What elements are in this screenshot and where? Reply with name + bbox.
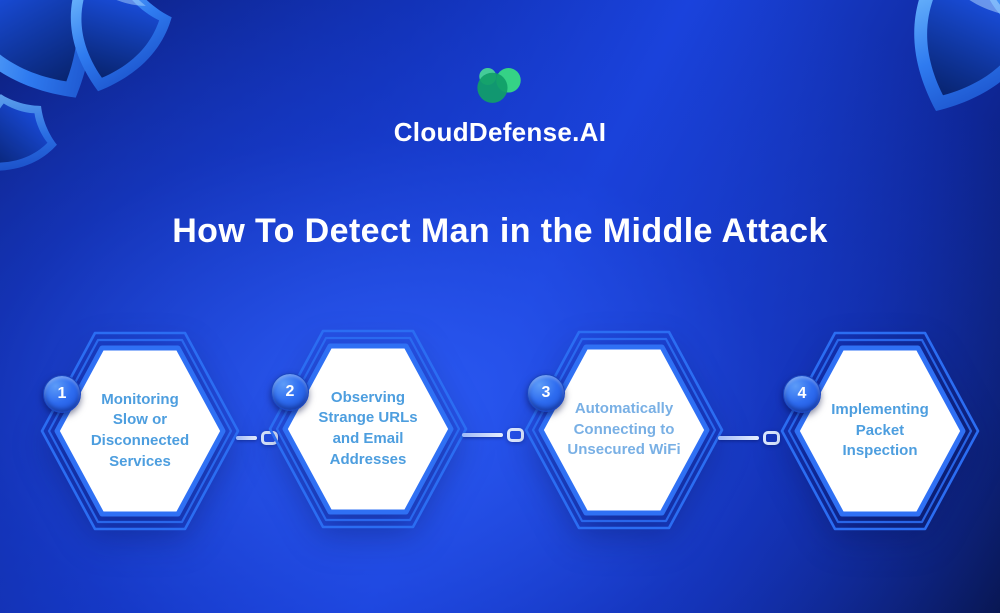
connector-line <box>718 436 759 440</box>
step-label: Automatically Connecting to Unsecured Wi… <box>567 399 681 459</box>
shield-decoration-icon <box>0 94 57 171</box>
hexagon-frame <box>780 331 980 531</box>
step-card-3: 3 Automatically Connecting to Unsecured … <box>519 330 729 530</box>
page-title: How To Detect Man in the Middle Attack <box>172 212 828 250</box>
chain-link-icon <box>507 428 524 442</box>
step-connector <box>462 426 524 444</box>
hexagon-frame <box>40 331 240 531</box>
step-card-2: 2 Observing Strange URLs and Email Addre… <box>263 329 473 529</box>
step-label: Implementing Packet Inspection <box>831 400 929 460</box>
step-connector <box>236 429 278 447</box>
shield-decoration-icon <box>70 0 172 92</box>
shield-decoration-icon <box>0 0 92 98</box>
shield-decoration-icon <box>914 0 1000 112</box>
chain-link-icon <box>763 431 780 445</box>
clouddefense-logo-icon <box>477 68 521 103</box>
step-card-1: 1 Monitoring Slow or Disconnected Servic… <box>35 331 245 531</box>
connector-line <box>236 436 257 440</box>
hexagon-frame <box>268 329 468 529</box>
step-number-badge: 1 <box>43 375 81 413</box>
step-label: Monitoring Slow or Disconnected Services <box>90 390 190 470</box>
step-connector <box>718 429 780 447</box>
step-number-badge: 3 <box>527 374 565 412</box>
brand-header: CloudDefense.AI <box>0 62 1000 148</box>
brand-name: CloudDefense.AI <box>393 117 607 147</box>
hexagon-frame <box>524 330 724 530</box>
connector-line <box>462 433 503 437</box>
step-card-4: 4 Implementing Packet Inspection <box>775 331 985 531</box>
step-number-badge: 4 <box>783 375 821 413</box>
step-label: Observing Strange URLs and Email Address… <box>318 388 418 468</box>
step-number-badge: 2 <box>271 373 309 411</box>
chain-link-icon <box>261 431 278 445</box>
